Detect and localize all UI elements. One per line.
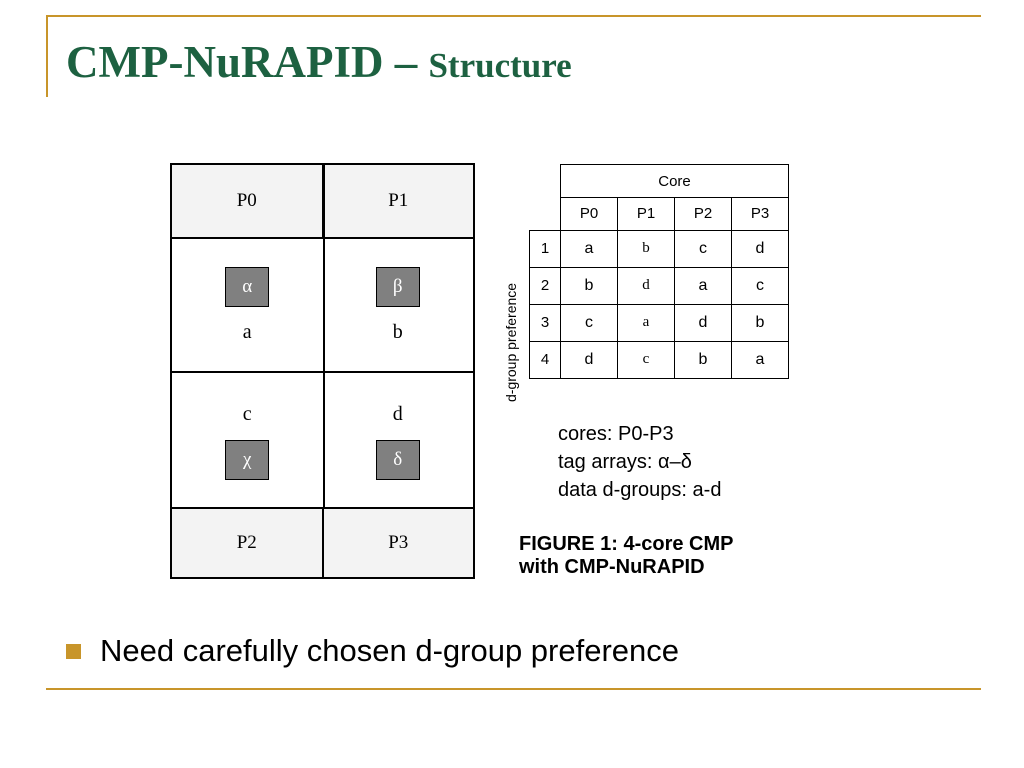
table-row: 3 c a d b: [529, 303, 789, 342]
cell-r3c2: d: [674, 303, 732, 342]
quadrant-p3: d δ: [323, 373, 474, 509]
bottom-accent-rule: [46, 688, 981, 690]
cell-r3c0: c: [560, 303, 618, 342]
d-group-c: c: [242, 402, 252, 425]
top-accent-rule: [46, 15, 981, 17]
band-label-p0: P0: [236, 190, 257, 211]
band-label-p2: P2: [236, 532, 257, 553]
table-rowlabel-1: 1: [529, 229, 561, 268]
cell-r2c1: d: [617, 266, 675, 305]
table-col-p1: P1: [617, 197, 675, 231]
table-col-p3: P3: [731, 197, 789, 231]
bullet-square-icon: [66, 643, 81, 659]
table-row: 2 b d a c: [529, 266, 789, 305]
table-rowlabel-3: 3: [529, 303, 561, 342]
cell-r4c3: a: [731, 340, 789, 379]
table-col-p0: P0: [560, 197, 618, 231]
cell-r2c0: b: [560, 266, 618, 305]
cell-r2c3: c: [731, 266, 789, 305]
cell-r1c0: a: [560, 229, 618, 268]
table-corner-cell-2: [530, 198, 561, 231]
cell-r3c1: a: [617, 303, 675, 342]
cell-r4c1: c: [617, 340, 675, 379]
table-row-core-header: Core: [530, 164, 789, 198]
legend-tag-arrays: tag arrays: α–δ: [558, 451, 692, 473]
d-group-preference-table: Core P0 P1 P2 P3 1 a b c d 2 b d a c 3 c…: [529, 164, 789, 379]
table-col-p2: P2: [674, 197, 732, 231]
d-group-a: a: [242, 320, 252, 343]
cmp-quadrant-diagram: P0 P1 α a β b c χ d δ P2 P3: [170, 163, 475, 579]
cell-r1c2: c: [674, 229, 732, 268]
tag-array-chi: χ: [225, 439, 270, 480]
page-title: CMP-NuRAPID – Structure: [66, 36, 572, 88]
table-rowlabel-4: 4: [529, 340, 561, 379]
cell-r2c2: a: [674, 266, 732, 305]
cell-r4c2: b: [674, 340, 732, 379]
cell-r4c0: d: [560, 340, 618, 379]
d-group-b: b: [392, 320, 403, 343]
band-label-p3: P3: [321, 509, 474, 577]
tag-array-beta: β: [375, 266, 420, 307]
table-row: 1 a b c d: [529, 229, 789, 268]
d-group-d: d: [392, 402, 403, 425]
table-header-core: Core: [560, 164, 789, 198]
bullet-list-item: Need carefully chosen d-group preference: [66, 633, 679, 669]
tag-array-alpha: α: [225, 266, 270, 307]
band-label-p1: P1: [321, 165, 474, 237]
quadrant-p1: β b: [323, 239, 474, 371]
diagram-bottom-band: P2 P3: [172, 507, 473, 577]
page-title-sub: Structure: [428, 46, 572, 85]
diagram-horizontal-divider: [172, 371, 473, 373]
cell-r1c1: b: [617, 229, 675, 268]
legend-data-d-groups: data d-groups: a-d: [558, 479, 722, 501]
table-row: 4 d c b a: [529, 340, 789, 379]
figure-caption: FIGURE 1: 4-core CMP with CMP-NuRAPID: [519, 533, 734, 578]
tag-array-delta: δ: [375, 439, 420, 480]
table-rowlabel-2: 2: [529, 266, 561, 305]
legend-cores: cores: P0-P3: [558, 423, 674, 445]
d-group-preference-axis-label: d-group preference: [503, 282, 519, 402]
page-title-main: CMP-NuRAPID –: [66, 37, 429, 87]
cell-r3c3: b: [731, 303, 789, 342]
title-left-accent-rule: [46, 15, 48, 97]
table-corner-cell: [530, 165, 561, 198]
cell-r1c3: d: [731, 229, 789, 268]
bullet-text: Need carefully chosen d-group preference: [100, 633, 680, 668]
table-row-column-headers: P0 P1 P2 P3: [530, 197, 789, 231]
quadrant-p2: c χ: [172, 373, 323, 509]
quadrant-p0: α a: [172, 239, 323, 371]
